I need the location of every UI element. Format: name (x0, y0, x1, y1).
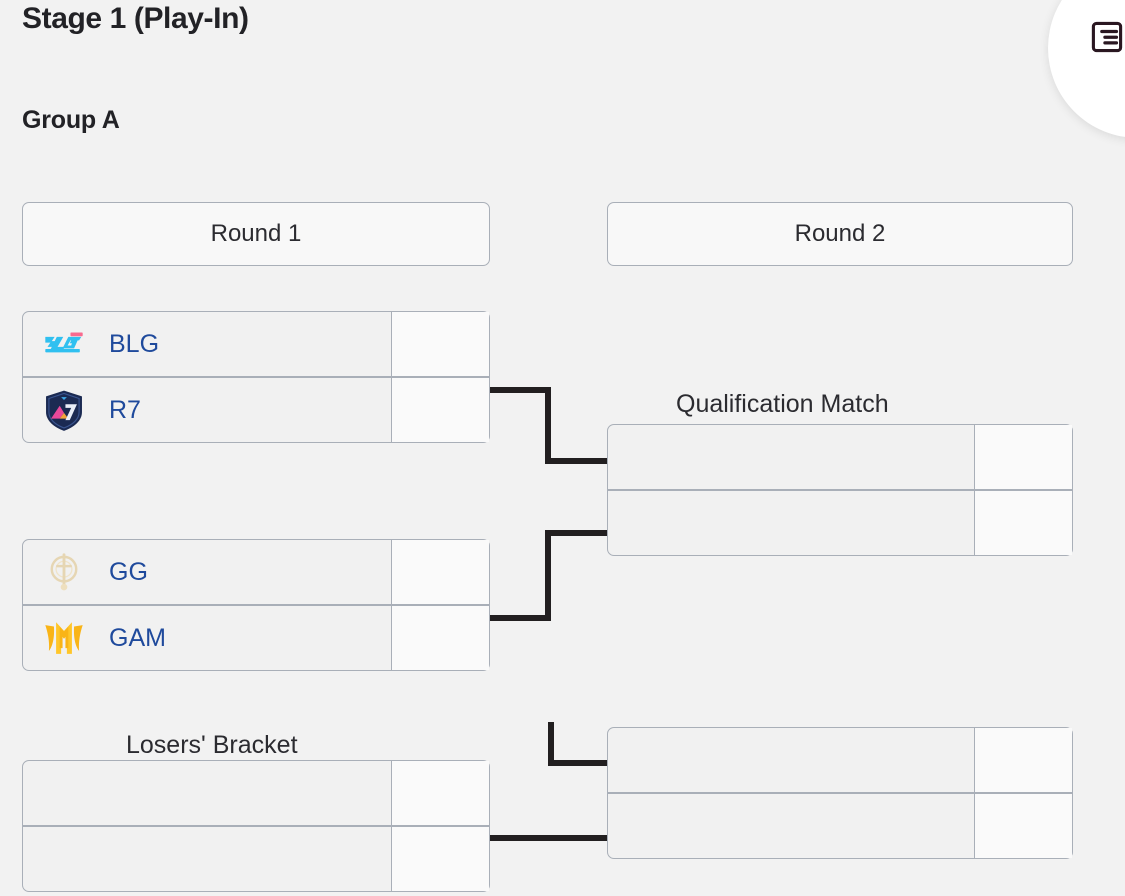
team-cell (608, 728, 974, 792)
match-row[interactable] (607, 727, 1073, 793)
losers-bracket-caption: Losers' Bracket (126, 731, 298, 759)
bracket-view-toggle-button[interactable] (1048, 0, 1125, 138)
match-row[interactable] (607, 490, 1073, 556)
round-header-round-1[interactable]: Round 1 (22, 202, 490, 266)
score-cell (391, 606, 489, 670)
team-name: GAM (109, 623, 166, 652)
team-cell: GG (23, 540, 391, 604)
match-qualification-2[interactable] (607, 727, 1073, 859)
match-row[interactable]: GAM (22, 605, 490, 671)
team-cell (608, 491, 974, 555)
team-name: R7 (109, 395, 141, 424)
match-row[interactable] (607, 424, 1073, 490)
score-cell (974, 728, 1072, 792)
match-row[interactable]: GG (22, 539, 490, 605)
score-cell (974, 491, 1072, 555)
match-row[interactable]: R7 (22, 377, 490, 443)
match-losers-1[interactable] (22, 760, 490, 892)
match-round1-2[interactable]: GG GAM (22, 539, 490, 671)
match-row[interactable]: BLG (22, 311, 490, 377)
r7-logo (46, 390, 82, 431)
match-row[interactable] (607, 793, 1073, 859)
gam-logo (45, 622, 83, 654)
round-header-label: Round 1 (210, 220, 302, 247)
group-title: Group A (22, 106, 120, 134)
score-cell (974, 425, 1072, 489)
qualification-match-caption: Qualification Match (676, 390, 889, 418)
match-round1-1[interactable]: BLG R7 (22, 311, 490, 443)
team-cell (23, 761, 391, 825)
score-cell (391, 378, 489, 442)
score-cell (391, 761, 489, 825)
team-cell (608, 794, 974, 858)
score-cell (391, 827, 489, 891)
round-header-round-2[interactable]: Round 2 (607, 202, 1073, 266)
team-name: GG (109, 557, 148, 586)
match-row[interactable] (22, 760, 490, 826)
score-cell (974, 794, 1072, 858)
match-row[interactable] (22, 826, 490, 892)
round-header-label: Round 2 (794, 220, 886, 247)
blg-logo (45, 332, 83, 353)
team-cell (608, 425, 974, 489)
team-cell: GAM (23, 606, 391, 670)
team-name: BLG (109, 329, 160, 358)
team-cell (23, 827, 391, 891)
team-cell: R7 (23, 378, 391, 442)
list-article-icon (1091, 21, 1123, 53)
page-title: Stage 1 (Play-In) (22, 2, 249, 35)
gg-logo (50, 553, 78, 591)
score-cell (391, 540, 489, 604)
match-qualification[interactable] (607, 424, 1073, 556)
team-cell: BLG (23, 312, 391, 376)
score-cell (391, 312, 489, 376)
